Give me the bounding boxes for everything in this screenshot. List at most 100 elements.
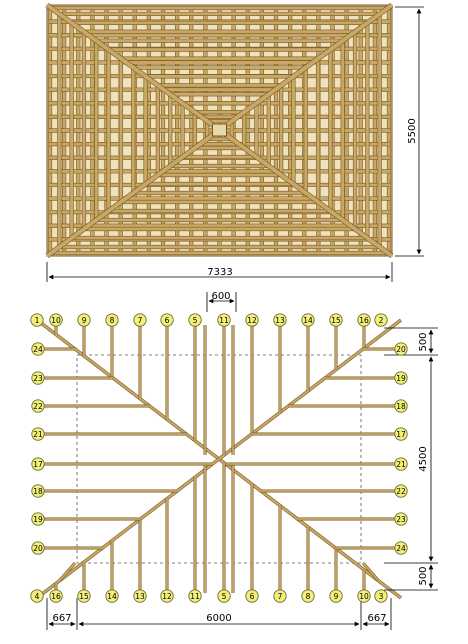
roof-width-dimension: 7333	[46, 262, 393, 282]
bottom-label-13: 13	[135, 592, 145, 601]
roof-hip-rafter	[218, 128, 394, 258]
top-label-5-circle	[188, 313, 202, 327]
right-label-23: 23	[396, 515, 406, 524]
bottom-label-16-circle	[49, 589, 63, 603]
left-label-22-circle	[31, 399, 45, 413]
left-label-19: 19	[33, 515, 43, 524]
right-label-21-circle	[394, 457, 408, 471]
top-label-13-circle	[273, 313, 287, 327]
right-label-17: 17	[396, 430, 406, 439]
roof-hip-rafter	[45, 3, 221, 132]
left-label-21-circle	[31, 427, 45, 441]
top-label-1-circle	[30, 313, 44, 327]
bottom-label-11-circle	[188, 589, 202, 603]
bottom-dim-3: 667	[367, 613, 386, 624]
right-label-21: 21	[396, 460, 406, 469]
top-label-2: 2	[379, 316, 384, 325]
bottom-label-14: 14	[107, 592, 117, 601]
top-label-1: 1	[35, 316, 40, 325]
corner-rafter-bl	[59, 562, 76, 581]
rafter-layout-plan	[35, 318, 403, 600]
left-label-17: 17	[33, 460, 43, 469]
right-label-18-circle	[394, 399, 408, 413]
top-label-16: 16	[359, 316, 369, 325]
right-label-17-circle	[394, 427, 408, 441]
bottom-label-10-circle	[357, 589, 371, 603]
roof-apex	[212, 123, 227, 137]
top-label-15-circle	[329, 313, 343, 327]
top-label-12: 12	[247, 316, 257, 325]
top-label-7-circle	[133, 313, 147, 327]
left-label-17-circle	[31, 457, 45, 471]
top-label-16-circle	[357, 313, 371, 327]
top-label-12-circle	[245, 313, 259, 327]
left-label-23: 23	[33, 374, 43, 383]
top-label-10: 10	[51, 316, 61, 325]
right-label-22: 22	[396, 487, 406, 496]
top-label-10-circle	[49, 313, 63, 327]
top-label-6-circle	[160, 313, 174, 327]
bottom-label-13-circle	[133, 589, 147, 603]
top-label-11-circle	[217, 313, 231, 327]
top-label-8: 8	[110, 316, 115, 325]
bottom-label-4: 4	[35, 592, 40, 601]
right-label-19: 19	[396, 374, 406, 383]
left-label-23-circle	[31, 371, 45, 385]
top-label-2-circle	[374, 313, 388, 327]
left-label-24-circle	[31, 342, 45, 356]
hip-rafter-b	[36, 319, 402, 599]
bottom-label-15-circle	[77, 589, 91, 603]
right-label-18: 18	[396, 402, 406, 411]
bottom-label-5-circle	[217, 589, 231, 603]
bottom-label-5: 5	[222, 592, 227, 601]
left-label-18-circle	[31, 484, 45, 498]
left-label-20-circle	[31, 541, 45, 555]
bottom-label-16: 16	[51, 592, 61, 601]
rafter-spacing-dimension: 600	[206, 291, 237, 312]
top-label-14: 14	[303, 316, 313, 325]
left-label-22: 22	[33, 402, 43, 411]
top-label-14-circle	[301, 313, 315, 327]
bottom-label-9-circle	[329, 589, 343, 603]
left-label-18: 18	[33, 487, 43, 496]
right-label-19-circle	[394, 371, 408, 385]
top-label-5: 5	[193, 316, 198, 325]
roof-height-dimension: 5500	[395, 6, 424, 257]
top-label-9: 9	[82, 316, 87, 325]
bottom-label-6-circle	[245, 589, 259, 603]
right-label-22-circle	[394, 484, 408, 498]
bottom-label-7-circle	[273, 589, 287, 603]
rafter-spacing-label: 600	[211, 291, 230, 302]
top-label-7: 7	[138, 316, 143, 325]
right-dimensions: 500 4500 500	[384, 327, 438, 591]
right-label-24-circle	[394, 541, 408, 555]
left-label-20: 20	[33, 544, 43, 553]
right-label-20: 20	[396, 345, 406, 354]
right-dim-3: 500	[418, 566, 429, 585]
bottom-label-12-circle	[160, 589, 174, 603]
top-label-8-circle	[105, 313, 119, 327]
bottom-label-4-circle	[30, 589, 44, 603]
left-label-24: 24	[33, 345, 43, 354]
bottom-label-9: 9	[334, 592, 339, 601]
bottom-label-3-circle	[374, 589, 388, 603]
bottom-label-3: 3	[379, 592, 384, 601]
roof-framing-plan	[45, 2, 394, 259]
left-label-19-circle	[31, 512, 45, 526]
left-label-21: 21	[33, 430, 43, 439]
roof-height-label: 5500	[407, 118, 418, 143]
top-label-13: 13	[275, 316, 285, 325]
bottom-label-14-circle	[105, 589, 119, 603]
right-dim-2: 4500	[418, 446, 429, 471]
bottom-label-7: 7	[278, 592, 283, 601]
bottom-label-8: 8	[306, 592, 311, 601]
bottom-label-11: 11	[190, 592, 200, 601]
right-label-20-circle	[394, 342, 408, 356]
top-label-9-circle	[77, 313, 91, 327]
roof-width-label: 7333	[207, 267, 232, 278]
corner-rafter-br	[362, 562, 379, 581]
right-label-23-circle	[394, 512, 408, 526]
bottom-dim-2: 6000	[206, 613, 231, 624]
bottom-label-15: 15	[79, 592, 89, 601]
bottom-label-8-circle	[301, 589, 315, 603]
